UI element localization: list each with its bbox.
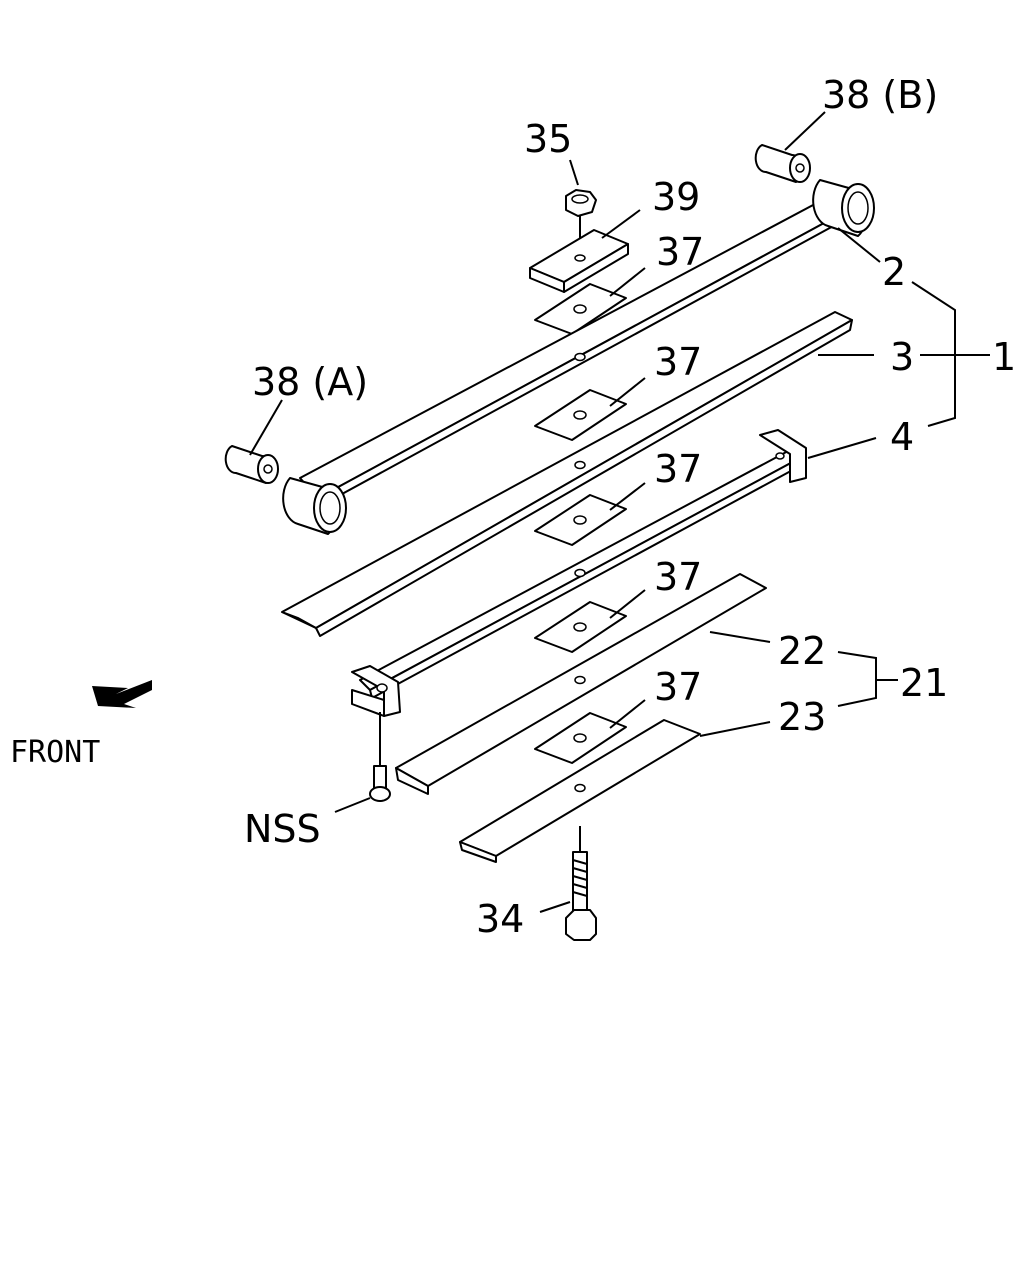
label-21: 21	[900, 661, 948, 705]
front-arrow-icon	[92, 680, 152, 708]
label-38a: 38 (A)	[252, 360, 368, 404]
pad-37-fourth	[534, 601, 627, 653]
leaf-2	[282, 179, 875, 535]
label-34: 34	[476, 897, 524, 941]
label-37-fifth: 37	[654, 665, 702, 709]
leaf-4	[351, 429, 807, 717]
nss-bolt	[369, 712, 391, 802]
label-37-third: 37	[654, 447, 702, 491]
label-23: 23	[778, 695, 826, 739]
label-1: 1	[992, 335, 1016, 379]
pad-37-second	[534, 389, 627, 441]
label-39: 39	[652, 175, 700, 219]
label-3: 3	[890, 335, 914, 379]
bushing-38b	[754, 144, 811, 183]
label-35: 35	[524, 117, 572, 161]
label-4: 4	[890, 415, 914, 459]
pad-37-fifth	[534, 712, 627, 764]
nut-35	[565, 189, 597, 217]
pad-37-top	[534, 283, 627, 335]
pad-37-third	[534, 494, 627, 546]
label-22: 22	[778, 629, 826, 673]
label-37-top: 37	[656, 230, 704, 274]
label-37-second: 37	[654, 340, 702, 384]
leaf-23	[459, 719, 701, 863]
leaf-22	[395, 573, 767, 795]
label-38b: 38 (B)	[822, 73, 938, 117]
leaf-3	[281, 311, 853, 637]
leader-lines	[249, 111, 990, 913]
plate-39	[529, 229, 629, 293]
label-2: 2	[882, 250, 906, 294]
bushing-38a	[224, 445, 279, 484]
bolt-34	[565, 826, 597, 941]
label-nss: NSS	[244, 807, 321, 851]
label-front: FRONT	[10, 735, 100, 770]
label-37-fourth: 37	[654, 555, 702, 599]
